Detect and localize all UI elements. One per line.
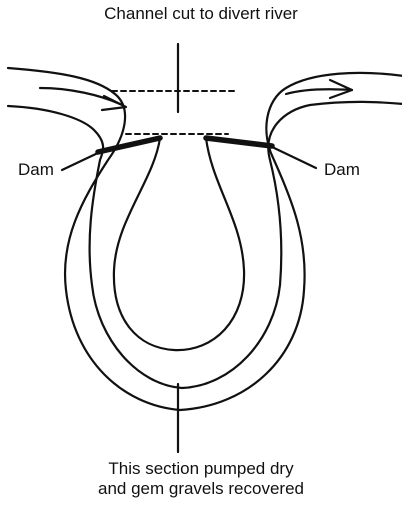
outer-riverbank — [8, 68, 402, 410]
dam-right-label: Dam — [324, 160, 360, 180]
pumped-section-label-line1: This section pumped dry — [0, 459, 402, 479]
dam-left-wall — [98, 138, 160, 152]
dam-left-leader — [62, 152, 100, 170]
pumped-section-label-line2: and gem gravels recovered — [0, 479, 402, 499]
channel-cut-label: Channel cut to divert river — [0, 4, 402, 24]
island-bank — [114, 138, 244, 350]
dam-right-wall — [206, 138, 272, 146]
dam-left-label: Dam — [18, 160, 54, 180]
pumped-section-label: This section pumped dry and gem gravels … — [0, 459, 402, 499]
